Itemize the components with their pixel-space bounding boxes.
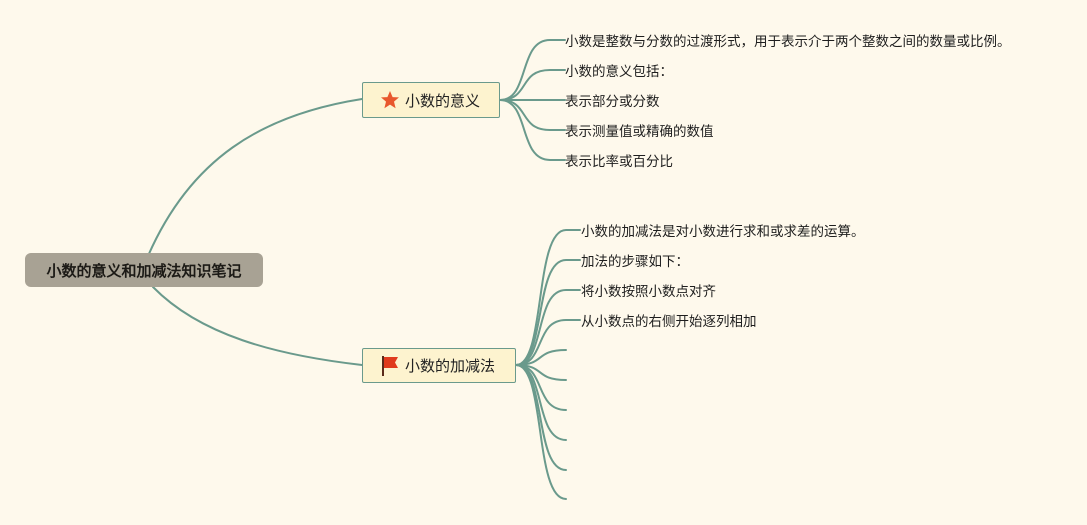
leaf-meaning-includes[interactable]: 小数的意义包括： xyxy=(565,64,673,80)
topic-label-addition-subtraction: 小数的加减法 xyxy=(405,357,496,375)
star-icon xyxy=(379,89,401,111)
leaf-meaning-definition[interactable]: 小数是整数与分数的过渡形式，用于表示介于两个整数之间的数量或比例。 xyxy=(565,34,1011,50)
connector-addsub-leaf-1 xyxy=(515,259,581,366)
connector-meaning-leaf-3 xyxy=(499,99,566,131)
connector-meaning-leaf-0 xyxy=(499,39,566,101)
connector-root-to-addsub xyxy=(152,286,363,366)
connector-addsub-leaf-2 xyxy=(515,289,581,366)
connector-addsub-leaf-8 xyxy=(515,364,567,471)
leaf-addsub-definition[interactable]: 小数的加减法是对小数进行求和或求差的运算。 xyxy=(581,224,865,240)
connector-meaning-leaf-1 xyxy=(499,69,566,101)
root-node[interactable]: 小数的意义和加减法知识笔记 xyxy=(25,253,263,287)
leaf-meaning-measurement[interactable]: 表示测量值或精确的数值 xyxy=(565,124,714,140)
topic-node-meaning[interactable]: 小数的意义 xyxy=(362,82,500,118)
red-flag-icon xyxy=(379,355,401,377)
leaf-addsub-add-columns[interactable]: 从小数点的右侧开始逐列相加 xyxy=(581,314,757,330)
connector-meaning-leaf-4 xyxy=(499,99,566,161)
topic-node-addition-subtraction[interactable]: 小数的加减法 xyxy=(362,348,516,383)
root-label: 小数的意义和加减法知识笔记 xyxy=(46,261,242,280)
leaf-addsub-steps[interactable]: 加法的步骤如下： xyxy=(581,254,689,270)
connector-addsub-leaf-9 xyxy=(515,364,567,500)
leaf-meaning-ratio[interactable]: 表示比率或百分比 xyxy=(565,154,673,170)
connector-addsub-leaf-0 xyxy=(515,229,581,366)
leaf-addsub-align[interactable]: 将小数按照小数点对齐 xyxy=(581,284,716,300)
connector-addsub-leaf-7 xyxy=(515,364,567,441)
connector-addsub-leaf-3 xyxy=(515,319,581,366)
connector-root-to-meaning xyxy=(147,98,363,257)
leaf-meaning-part-fraction[interactable]: 表示部分或分数 xyxy=(565,94,660,110)
topic-label-meaning: 小数的意义 xyxy=(405,91,481,110)
